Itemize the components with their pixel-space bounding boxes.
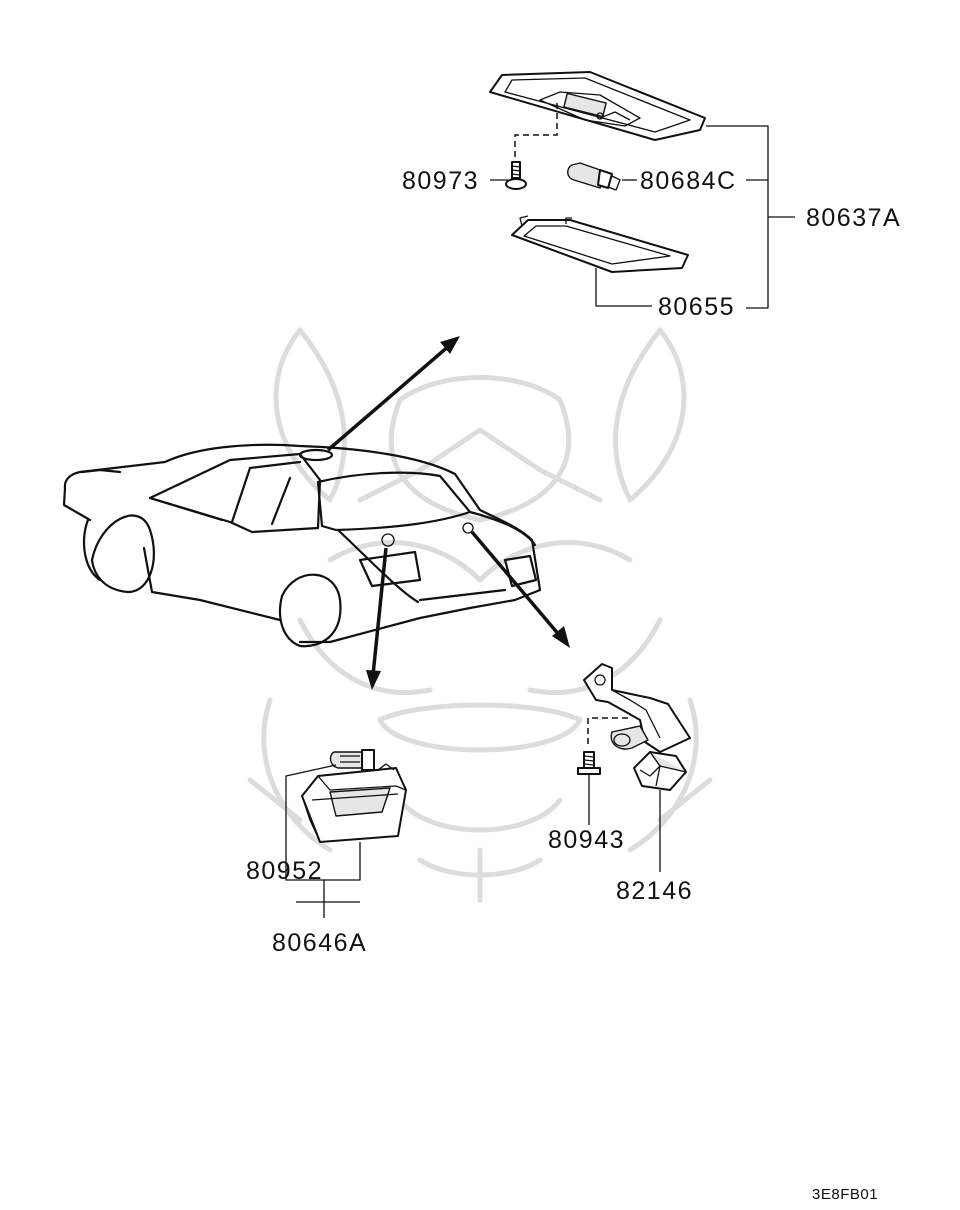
license-lamp-bulb-icon (329, 749, 375, 771)
license-lamp-housing-icon (301, 763, 407, 843)
label-82146: 82146 (616, 877, 693, 905)
dome-lamp-housing (489, 71, 706, 141)
label-80952: 80952 (246, 857, 323, 885)
diagram-code: 3E8FB01 (812, 1186, 878, 1203)
label-80655: 80655 (658, 293, 735, 321)
label-80684c: 80684C (640, 167, 737, 195)
car-body-illustration (62, 443, 542, 648)
trunk-switch-icon (633, 751, 687, 791)
arrow-to-dome-lamp (326, 336, 460, 452)
label-80646a: 80646A (272, 929, 367, 957)
switch-screw-guide-dashed (587, 717, 628, 748)
samurai-mask-watermark-icon (247, 327, 713, 903)
arrow-to-license-lamp (366, 547, 388, 690)
screw-guide-dashed (514, 103, 558, 160)
label-80943: 80943 (548, 826, 625, 854)
arrow-to-trunk-switch (470, 530, 570, 648)
license-assembly-callout-line (296, 880, 360, 918)
license-lamp-callout-line (285, 764, 361, 881)
label-80973: 80973 (402, 167, 479, 195)
trunk-switch-screw-icon (577, 751, 601, 790)
label-80637a: 80637A (806, 204, 901, 232)
dome-lamp-bulb-icon (567, 162, 621, 191)
trunk-switch-bracket-icon (583, 663, 691, 753)
dome-lamp-screw-icon (505, 161, 527, 190)
dome-lamp-lens-icon (511, 215, 689, 273)
